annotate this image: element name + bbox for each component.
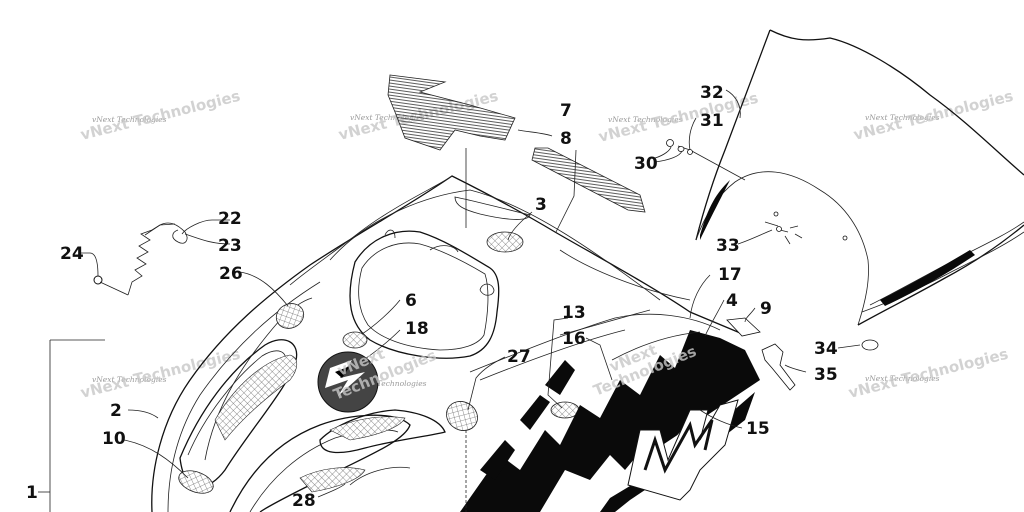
decals-top bbox=[387, 74, 646, 213]
label-part-3: 3 bbox=[535, 195, 547, 215]
label-part-8: 8 bbox=[560, 129, 572, 149]
label-part-22: 22 bbox=[218, 209, 242, 229]
watermark-big-5: vNext Technologies bbox=[79, 345, 243, 402]
label-part-23: 23 bbox=[218, 236, 242, 256]
label-part-6: 6 bbox=[405, 291, 417, 311]
label-part-9: 9 bbox=[760, 299, 772, 319]
watermark-3: vNext Technologies bbox=[608, 115, 683, 124]
windshield-opening bbox=[349, 230, 500, 359]
watermark-7: vNext Technologies bbox=[865, 374, 940, 383]
part-10 bbox=[178, 470, 214, 494]
watermark-2: vNext Technologies bbox=[350, 113, 425, 122]
label-part-31: 31 bbox=[700, 111, 724, 131]
watermark-4: vNext Technologies bbox=[865, 113, 940, 122]
part-33 bbox=[776, 226, 782, 232]
grille-scoop-right bbox=[329, 416, 406, 441]
watermark-1: vNext Technologies bbox=[92, 115, 167, 124]
label-part-35: 35 bbox=[814, 365, 838, 385]
label-part-26: 26 bbox=[219, 264, 243, 284]
part-34 bbox=[861, 339, 879, 351]
label-part-28: 28 bbox=[292, 491, 316, 511]
label-part-4: 4 bbox=[726, 291, 738, 311]
label-part-15: 15 bbox=[746, 419, 770, 439]
label-part-33: 33 bbox=[716, 236, 740, 256]
grille-27 bbox=[446, 401, 478, 431]
side-decal-graphic bbox=[460, 330, 760, 512]
label-part-13: 13 bbox=[562, 303, 586, 323]
label-part-17: 17 bbox=[718, 265, 742, 285]
hood-assembly bbox=[151, 175, 746, 512]
label-part-2: 2 bbox=[110, 401, 122, 421]
emblem-18 bbox=[317, 351, 379, 413]
part-35 bbox=[761, 343, 796, 391]
label-part-10: 10 bbox=[102, 429, 126, 449]
grille-28 bbox=[299, 467, 366, 493]
part-6 bbox=[342, 331, 368, 349]
label-part-16: 16 bbox=[562, 329, 586, 349]
windshield-32 bbox=[695, 29, 1024, 326]
part-9 bbox=[726, 317, 761, 337]
label-part-34: 34 bbox=[814, 339, 838, 359]
right-scoop bbox=[319, 409, 446, 454]
watermark-5: vNext Technologies bbox=[92, 375, 167, 384]
label-part-1: 1 bbox=[26, 483, 38, 503]
decal-8 bbox=[531, 147, 646, 213]
small-parts-9-35 bbox=[726, 226, 879, 391]
leader-lines bbox=[38, 89, 861, 512]
label-part-32: 32 bbox=[700, 83, 724, 103]
label-part-7: 7 bbox=[560, 101, 572, 121]
grille-26 bbox=[275, 303, 305, 329]
label-part-30: 30 bbox=[634, 154, 658, 174]
grille-scoop-left bbox=[214, 354, 298, 441]
label-part-24: 24 bbox=[60, 244, 84, 264]
part-labels: 1 2 3 4 6 7 8 9 10 13 15 16 17 18 22 23 … bbox=[26, 83, 838, 511]
label-part-18: 18 bbox=[405, 319, 429, 339]
hardware-30-31 bbox=[666, 139, 746, 181]
spring-assembly bbox=[93, 222, 188, 296]
watermark-6: vNext Technologies bbox=[352, 379, 427, 388]
label-part-27: 27 bbox=[507, 347, 531, 367]
hood-outline bbox=[151, 175, 746, 512]
decal-3 bbox=[486, 231, 524, 253]
decal-7 bbox=[387, 74, 516, 151]
